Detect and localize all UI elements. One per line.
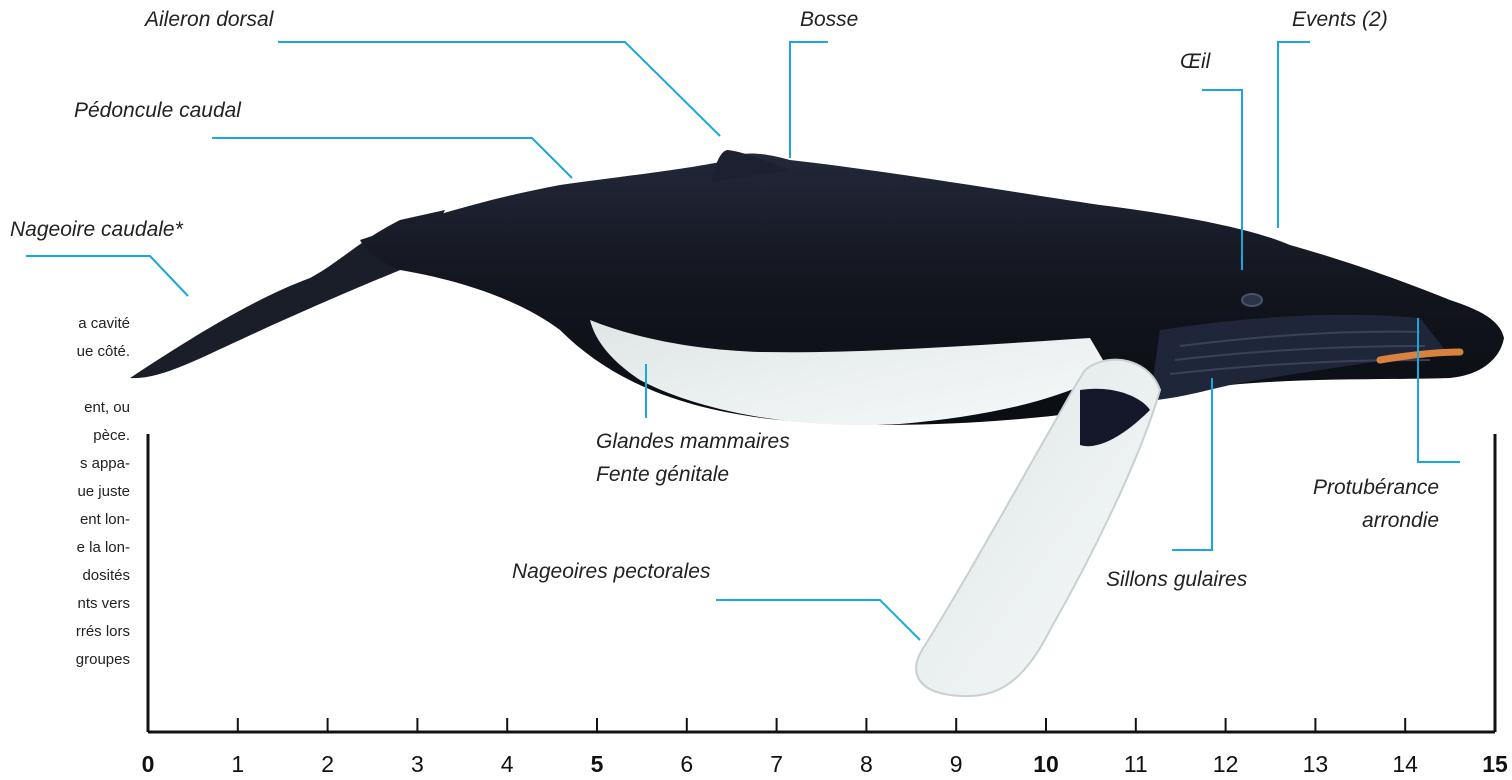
side-text-line: ent, ou xyxy=(0,394,130,422)
side-text-line: dosités xyxy=(0,562,130,590)
side-text-line: a cavité xyxy=(0,310,130,338)
tick-label-1: 1 xyxy=(231,751,244,777)
side-text-line: nts vers xyxy=(0,590,130,618)
tick-label-8: 8 xyxy=(860,751,873,777)
side-text-line: pèce. xyxy=(0,422,130,450)
tick-label-15: 15 xyxy=(1482,751,1508,777)
tick-label-5: 5 xyxy=(591,751,604,777)
label-events: Events (2) xyxy=(1292,4,1388,37)
label-bosse: Bosse xyxy=(800,4,858,37)
tick-label-3: 3 xyxy=(411,751,424,777)
side-text-line: ue côté. xyxy=(0,338,130,366)
label-sillons-gulaires: Sillons gulaires xyxy=(1106,564,1247,597)
tick-label-13: 13 xyxy=(1303,751,1329,777)
label-nageoire-caudale: Nageoire caudale* xyxy=(10,214,183,247)
label-nageoires-pectorales: Nageoires pectorales xyxy=(512,556,710,589)
label-pedoncule-caudal: Pédoncule caudal xyxy=(74,95,241,128)
tick-label-14: 14 xyxy=(1392,751,1418,777)
label-protuberance: Protubérance arrondie xyxy=(1313,472,1439,537)
side-text-line: e la lon- xyxy=(0,534,130,562)
tick-label-2: 2 xyxy=(321,751,334,777)
side-text-line: rrés lors xyxy=(0,618,130,646)
tick-label-10: 10 xyxy=(1033,751,1059,777)
tick-label-12: 12 xyxy=(1213,751,1239,777)
tick-label-0: 0 xyxy=(142,751,155,777)
tick-label-6: 6 xyxy=(680,751,693,777)
tick-label-4: 4 xyxy=(501,751,514,777)
side-text-line xyxy=(0,366,130,394)
side-text-line: ue juste xyxy=(0,478,130,506)
side-text-line: s appa- xyxy=(0,450,130,478)
label-aileron-dorsal: Aileron dorsal xyxy=(145,4,273,37)
side-text-line: groupes xyxy=(0,646,130,674)
label-oeil: Œil xyxy=(1180,46,1210,79)
tick-label-9: 9 xyxy=(950,751,963,777)
tick-label-11: 11 xyxy=(1124,751,1148,777)
side-text-line: ent lon- xyxy=(0,506,130,534)
label-glandes-fente: Glandes mammaires Fente génitale xyxy=(596,426,790,491)
tick-label-7: 7 xyxy=(770,751,783,777)
